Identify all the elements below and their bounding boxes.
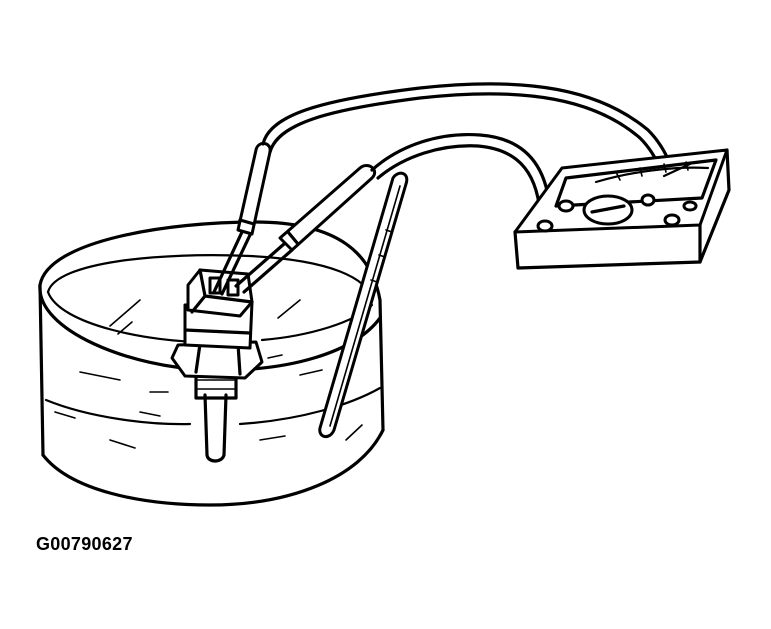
temperature-sensor	[170, 268, 264, 463]
thermometer	[318, 171, 409, 438]
ohmmeter	[513, 148, 731, 270]
figure-id-label: G00790627	[36, 534, 133, 554]
